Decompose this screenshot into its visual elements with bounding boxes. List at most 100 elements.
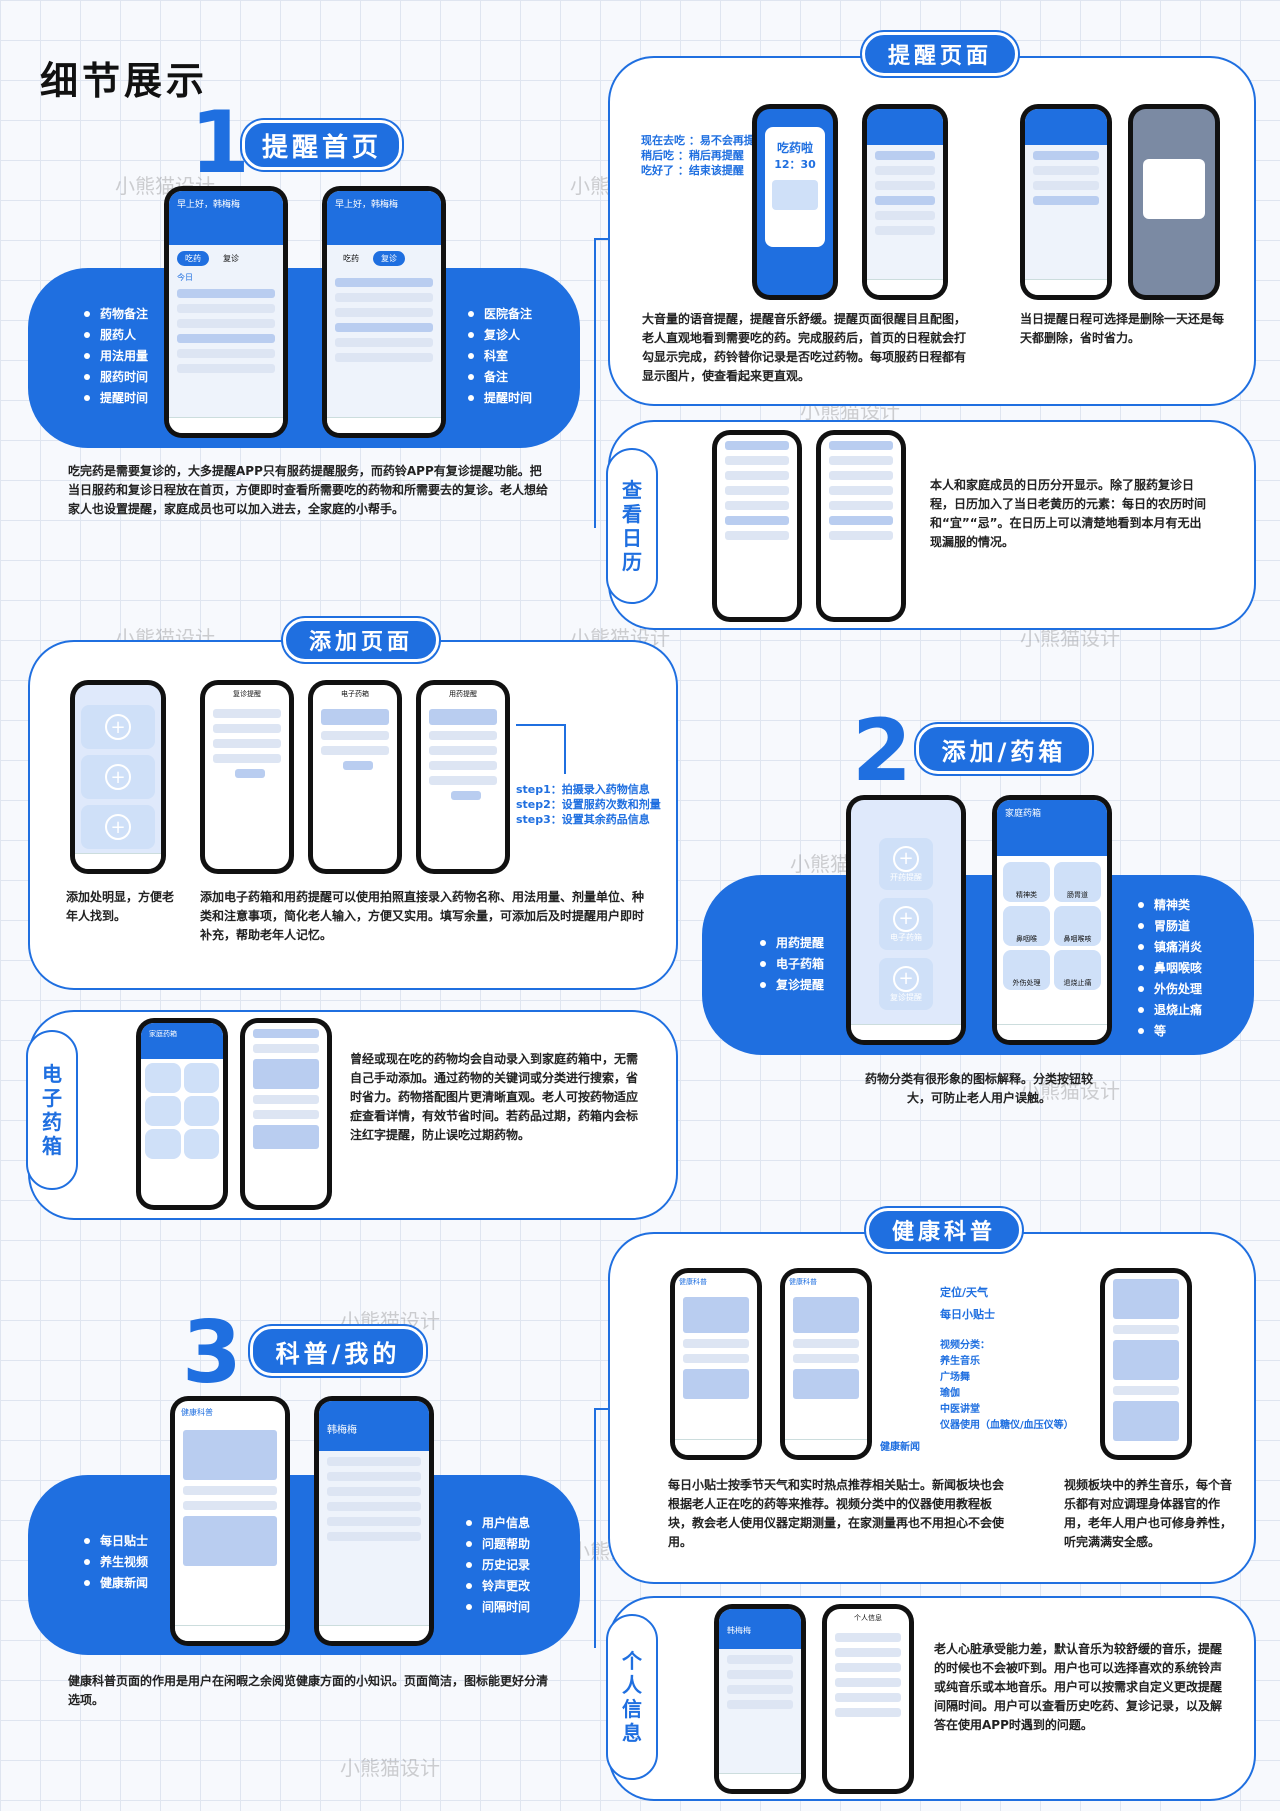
home-phone-revisit: 早上好，韩梅梅 吃药 复诊 — [322, 186, 446, 438]
label-char: 人 — [622, 1673, 642, 1697]
bullet: 服药时间 — [84, 366, 148, 387]
bullet: 等 — [1138, 1020, 1202, 1041]
add-title: 添加页面 — [283, 618, 439, 662]
category-tile[interactable]: 外伤处理 — [1003, 950, 1050, 990]
note: 中医讲堂 — [940, 1404, 980, 1415]
screen-title: 健康科普 — [679, 1278, 707, 1286]
health-title: 健康科普 — [866, 1208, 1022, 1252]
form-phone-box: 电子药箱 — [308, 680, 402, 874]
note: 定位/天气 — [940, 1286, 989, 1299]
watermark: 小熊猫设计 — [340, 1756, 440, 1780]
category-label: 鼻咽喉 — [1016, 935, 1037, 943]
bullet: 电子药箱 — [760, 953, 824, 974]
bullet: 复诊提醒 — [760, 974, 824, 995]
bullet: 医院备注 — [468, 303, 532, 324]
label-char: 查 — [622, 478, 642, 502]
profile-phone-2: 个人信息 — [822, 1604, 914, 1794]
note: 稍后吃 ：稍后再提醒 — [641, 149, 744, 162]
connector — [594, 1408, 610, 1410]
remind-desc-2: 当日提醒日程可选择是删除一天还是每天都删除，省时省力。 — [1020, 312, 1225, 345]
note: 养生音乐 — [940, 1356, 980, 1367]
section-1-left-bullets: 药物备注 服药人 用法用量 服药时间 提醒时间 — [84, 303, 148, 408]
category-tile[interactable]: 精神类 — [1003, 862, 1050, 902]
label-char: 子 — [42, 1086, 62, 1110]
tile-label: 电子药箱 — [890, 932, 922, 942]
label-char: 箱 — [42, 1134, 62, 1158]
remind-desc-1: 大音量的语音提醒，提醒音乐舒缓。提醒页面很醒目且配图，老人直观地看到需要吃的药。… — [642, 312, 967, 383]
category-label: 外伤处理 — [1012, 979, 1041, 987]
label-char: 历 — [622, 550, 642, 574]
greeting: 早上好，韩梅梅 — [177, 200, 241, 210]
bullet: 精神类 — [1138, 894, 1202, 915]
bullet: 科室 — [468, 345, 532, 366]
add-desc-left: 添加处明显，方便老年人找到。 — [66, 890, 175, 923]
bullet: 复诊人 — [468, 324, 532, 345]
step: step3：设置其余药品信息 — [516, 813, 650, 826]
health-video-phone — [1100, 1268, 1192, 1460]
connector — [564, 724, 566, 774]
tab-medicine[interactable]: 吃药 — [343, 254, 359, 263]
category-tile[interactable]: 鼻咽喉咳 — [1054, 906, 1101, 946]
section-2-number: 2 — [852, 701, 912, 801]
screen-title: 健康科普 — [181, 1408, 213, 1417]
tile-label: 复诊提醒 — [890, 992, 922, 1002]
add-steps: step1：拍摄录入药物信息 step2：设置服药次数和剂量 step3：设置其… — [516, 782, 661, 827]
profile-label: 个 人 信 息 — [606, 1614, 658, 1780]
remind-title: 提醒页面 — [862, 32, 1018, 76]
tile-medicine-remind[interactable]: +开药提醒 — [879, 838, 933, 890]
health-desc-2: 视频板块中的养生音乐，每个音乐都有对应调理身体器官的作用，老年人用户也可修身养性… — [1064, 1478, 1233, 1549]
section-3-title: 科普/我的 — [250, 1326, 426, 1376]
screen-title: 电子药箱 — [341, 690, 369, 698]
tile-medicine-remind[interactable]: + — [81, 705, 155, 749]
screen-title: 用药提醒 — [449, 690, 477, 698]
ebox-desc: 曾经或现在吃的药物均会自动录入到家庭药箱中，无需自己手动添加。通过药物的关键词或… — [350, 1052, 639, 1142]
health-notes-b: 视频分类： 养生音乐 广场舞 瑜伽 中医讲堂 仪器使用（血糖仪/血压仪等） — [940, 1338, 1074, 1434]
bullet: 药物备注 — [84, 303, 148, 324]
tab-medicine[interactable]: 吃药 — [177, 251, 209, 266]
page-title: 细节展示 — [40, 59, 209, 103]
label-char: 日 — [622, 526, 642, 550]
health-phone-2: 健康科普 — [780, 1268, 872, 1460]
bullet: 间隔时间 — [466, 1596, 530, 1617]
bullet: 提醒时间 — [84, 387, 148, 408]
tile-revisit-remind[interactable]: +复诊提醒 — [879, 958, 933, 1010]
note: 视频分类： — [940, 1340, 990, 1351]
section-1-number: 1 — [190, 93, 250, 193]
step: step1：拍摄录入药物信息 — [516, 783, 650, 796]
category-label: 鼻咽喉咳 — [1063, 935, 1092, 943]
tab-revisit[interactable]: 复诊 — [223, 254, 239, 263]
ebox-label: 电 子 药 箱 — [26, 1030, 78, 1190]
calendar-desc: 本人和家庭成员的日历分开显示。除了服药复诊日程，日历加入了当日老黄历的元素：每日… — [930, 478, 1207, 549]
bullet: 养生视频 — [84, 1551, 148, 1572]
profile-phone-1: 韩梅梅 — [714, 1604, 806, 1794]
category-tile[interactable]: 鼻咽喉 — [1003, 906, 1050, 946]
category-label: 退烧止痛 — [1063, 979, 1092, 987]
note: 瑜伽 — [940, 1388, 960, 1399]
tile-e-box[interactable]: +电子药箱 — [879, 898, 933, 950]
note: 每日小贴士 — [940, 1308, 995, 1321]
tile-revisit-remind[interactable]: + — [81, 805, 155, 849]
greeting: 早上好，韩梅梅 — [335, 200, 399, 210]
health-phone-1: 健康科普 — [670, 1268, 762, 1460]
tile-e-box[interactable]: + — [81, 755, 155, 799]
note: 仪器使用（血糖仪/血压仪等） — [940, 1420, 1074, 1431]
bullet: 用户信息 — [466, 1512, 530, 1533]
connector — [594, 238, 596, 528]
category-tile[interactable]: 肠胃道 — [1054, 862, 1101, 902]
bullet: 外伤处理 — [1138, 978, 1202, 999]
section-3-desc: 健康科普页面的作用是用户在闲暇之余阅览健康方面的小知识。页面简洁，图标能更好分清… — [68, 1674, 549, 1707]
tab-revisit[interactable]: 复诊 — [373, 251, 405, 266]
section-2-desc: 药物分类有很形象的图标解释。分类按钮较大，可防止老人用户误触。 — [864, 1072, 1093, 1105]
form-phone-medicine: 用药提醒 — [416, 680, 510, 874]
category-label: 精神类 — [1016, 891, 1037, 899]
category-tile[interactable]: 退烧止痛 — [1054, 950, 1101, 990]
bullet: 用药提醒 — [760, 932, 824, 953]
home-phone-medicine: 早上好，韩梅梅 吃药复诊 今日 — [164, 186, 288, 438]
note: 广场舞 — [940, 1372, 970, 1383]
calendar-phone-2 — [816, 430, 906, 622]
profile-desc: 老人心脏承受能力差，默认音乐为较舒缓的音乐，提醒的时候也不会被吓到。用户也可以选… — [934, 1642, 1223, 1732]
section-3-left-bullets: 每日贴士 养生视频 健康新闻 — [84, 1530, 148, 1593]
step: step2：设置服药次数和剂量 — [516, 798, 661, 811]
section-2-right-bullets: 精神类 胃肠道 镇痛消炎 鼻咽喉咳 外伤处理 退烧止痛 等 — [1138, 894, 1202, 1041]
note: 现在去吃 ：易不会再提醒 — [641, 134, 766, 147]
